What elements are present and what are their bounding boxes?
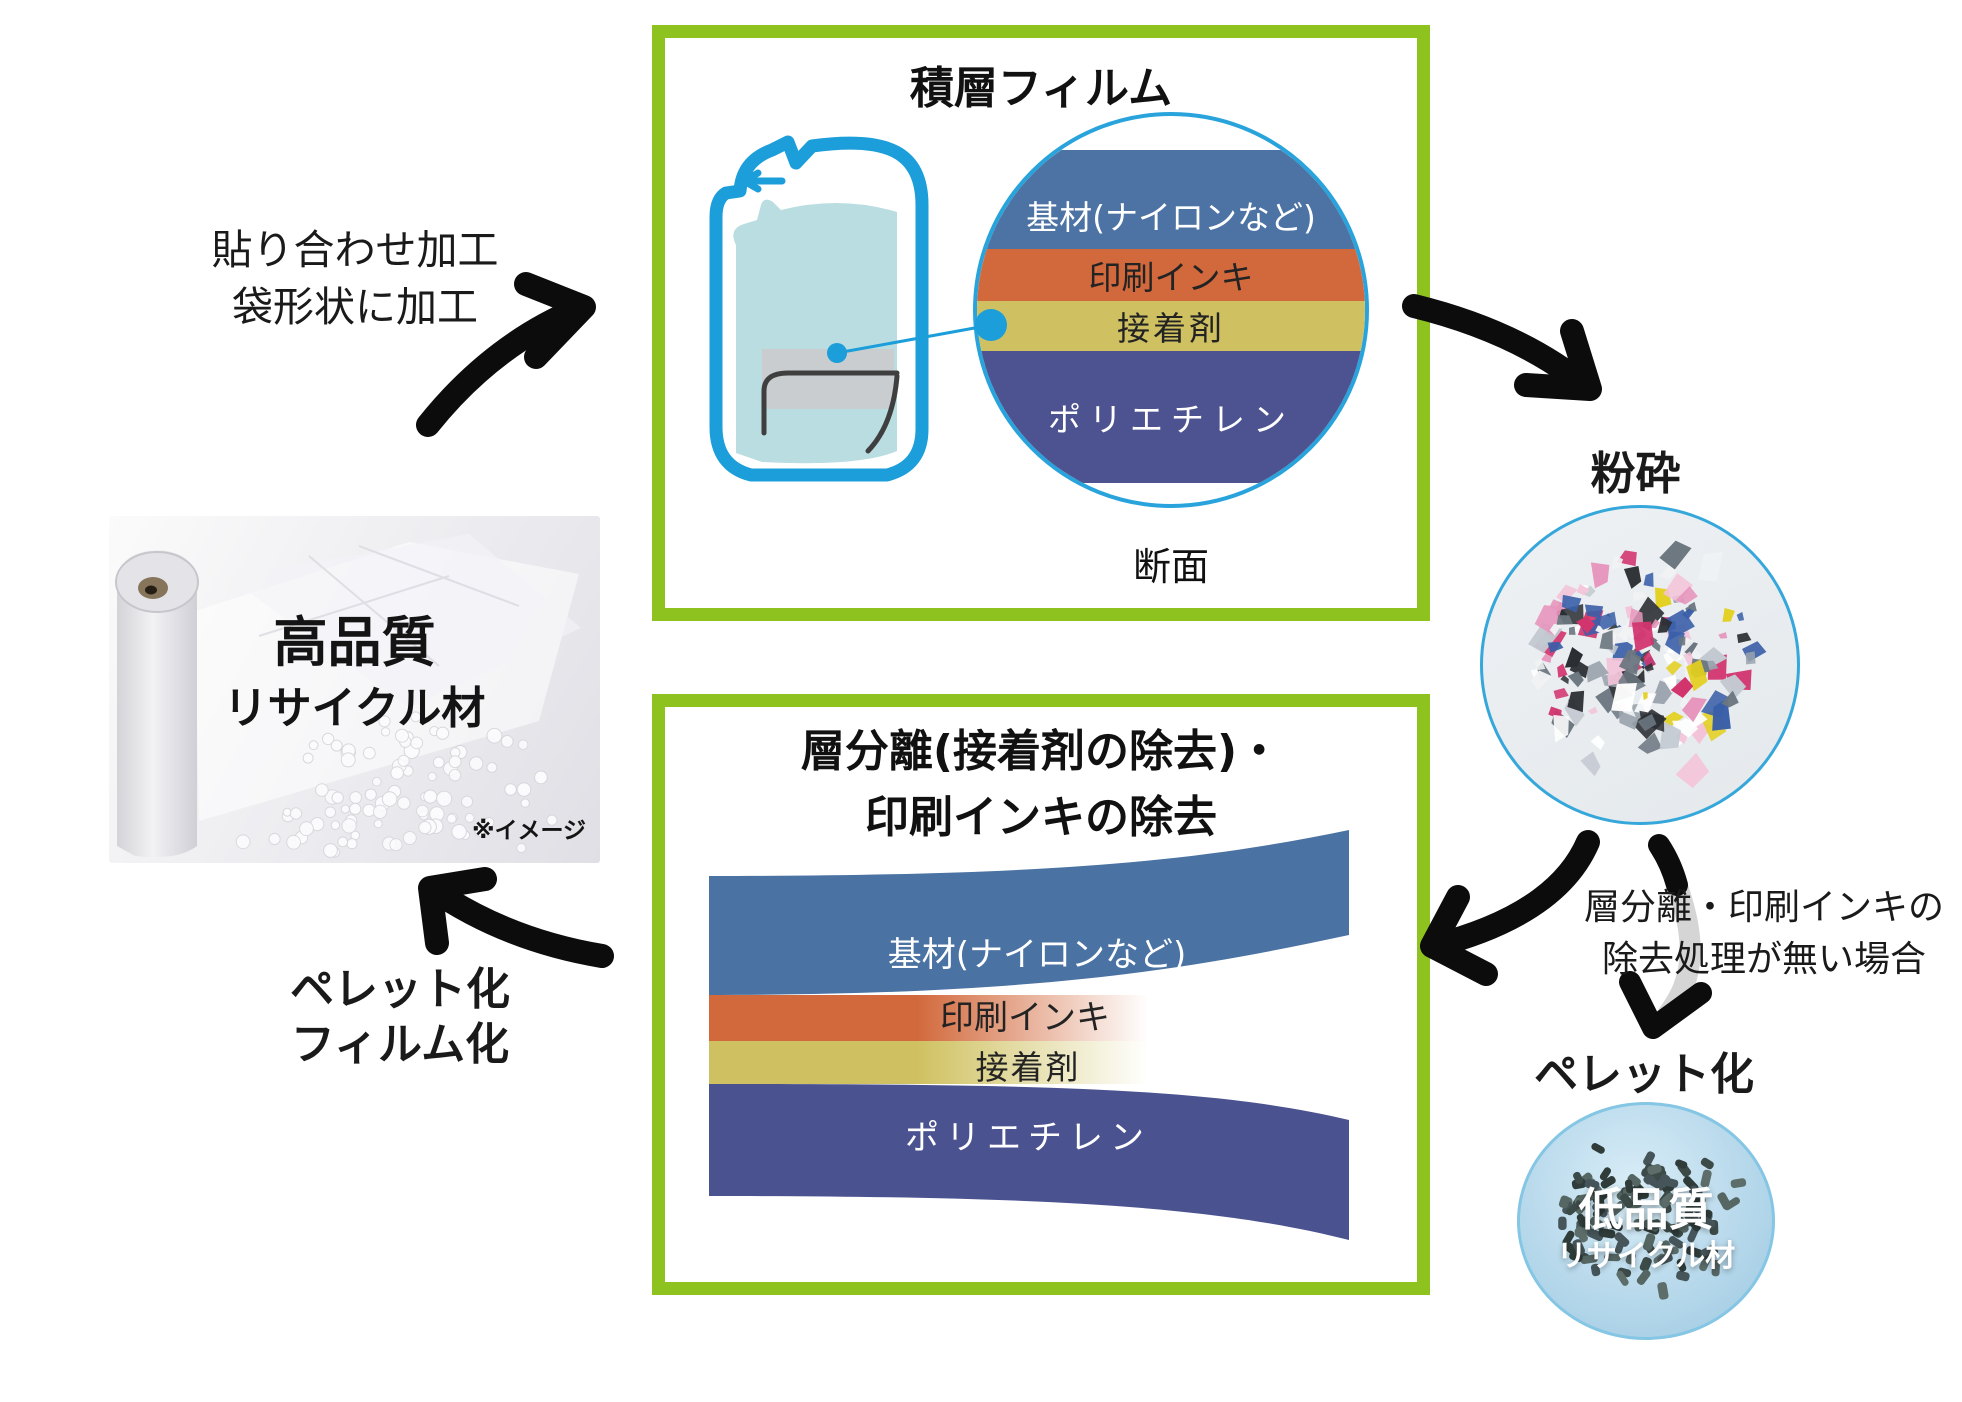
- film-cut-mark: [761, 370, 900, 454]
- film-roll-body: [117, 550, 197, 858]
- film-roll-and-pellets-image: [115, 534, 581, 858]
- cross-section-caption: 断面: [1132, 545, 1209, 589]
- no-removal-line1: 層分離・印刷インキの: [1583, 887, 1944, 928]
- layer-ink: 印刷インキ: [977, 249, 1365, 301]
- separated-pe-label: ポリエチレン: [905, 1118, 1151, 1158]
- arrow-to-separation: [1420, 830, 1600, 986]
- lamination-line1: 貼り合わせ加工: [211, 226, 499, 274]
- pelletize-label: ペレット化: [1534, 1049, 1754, 1100]
- layer-base: 基材(ナイロンなど): [977, 150, 1365, 249]
- shredded-film-image: [1528, 540, 1767, 789]
- low-quality-line2: リサイクル材: [1556, 1239, 1736, 1274]
- arrow-to-high-quality: [418, 867, 614, 968]
- arrow-to-crush: [1402, 294, 1602, 401]
- layer-ink-label: 印刷インキ: [1088, 258, 1254, 297]
- layer-separation-box: 層分離(接着剤の除去)・ 印刷インキの除去: [652, 694, 1430, 1295]
- leader-dot-small: [827, 343, 847, 363]
- crush-label: 粉砕: [1590, 447, 1681, 500]
- low-quality-line1: 低品質: [1578, 1183, 1714, 1236]
- layer-adhesive: 接着剤: [977, 301, 1365, 351]
- separated-ink-band: [709, 995, 1171, 1041]
- separated-base-label: 基材(ナイロンなど): [888, 935, 1187, 975]
- pellet-film-line2: フィルム化: [290, 1019, 510, 1070]
- separated-layers-diagram: 基材(ナイロンなど) 印刷インキ 接着剤 ポリエチレン: [709, 830, 1349, 1240]
- layer-pe: ポリエチレン: [977, 351, 1365, 483]
- pouch-label: [762, 349, 894, 409]
- pouch-outline: [709, 135, 929, 482]
- image-disclaimer: ※イメージ: [472, 818, 586, 844]
- dark-pellets-image: [1558, 1143, 1747, 1300]
- layer-pe-label: ポリエチレン: [1048, 400, 1294, 439]
- separation-title-line2: 印刷インキの除去: [865, 792, 1217, 843]
- separated-pe-band: [709, 1084, 1349, 1240]
- pouch-illustration: [709, 135, 929, 482]
- pellet-film-line1: ペレット化: [290, 964, 510, 1015]
- separated-adhesive-band: [709, 1041, 1171, 1084]
- layer-base-label: 基材(ナイロンなど): [1026, 198, 1316, 237]
- high-quality-photo: 高品質 リサイクル材 ※イメージ: [109, 516, 600, 863]
- high-quality-line2: リサイクル材: [223, 683, 486, 734]
- separated-base-band: [709, 830, 1349, 995]
- shredded-film-circle: [1480, 505, 1800, 825]
- leader-line: [827, 309, 1007, 363]
- high-quality-line1: 高品質: [273, 611, 436, 674]
- film-roll-hole: [145, 585, 157, 595]
- lamination-line2: 袋形状に加工: [232, 283, 478, 332]
- separation-title-line1: 層分離(接着剤の除去)・: [800, 726, 1282, 777]
- cross-section-circle: 基材(ナイロンなど) 印刷インキ 接着剤 ポリエチレン: [973, 112, 1369, 508]
- separated-ink-label: 印刷インキ: [940, 998, 1110, 1038]
- no-removal-line2: 除去処理が無い場合: [1601, 939, 1926, 981]
- pour-direction-arrow-icon: [736, 169, 786, 193]
- layer-adhesive-label: 接着剤: [1117, 309, 1225, 348]
- white-pellets: [235, 711, 558, 858]
- laminated-film-box: 積層フィルム 基材(ナイロンなど): [652, 25, 1430, 621]
- laminated-film-title: 積層フィルム: [909, 63, 1173, 114]
- separated-adhesive-label: 接着剤: [976, 1048, 1081, 1087]
- leader-dot-large: [975, 309, 1007, 341]
- low-quality-pellet-circle: 低品質 リサイクル材: [1517, 1102, 1775, 1340]
